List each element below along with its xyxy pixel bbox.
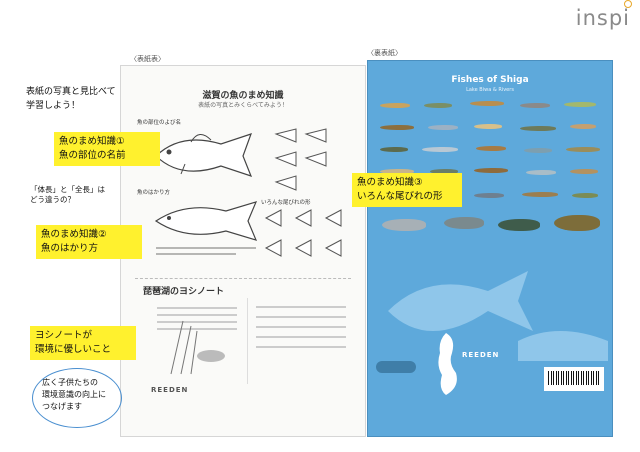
fish-icon — [380, 103, 410, 108]
callout-fish-measure: 魚のまめ知識② 魚のはかり方 — [36, 225, 142, 259]
closing-line-3: つなげます — [42, 402, 82, 411]
measure-heading: 魚のはかり方 — [137, 190, 171, 196]
fish-icon — [428, 125, 458, 130]
fish-icon — [474, 124, 502, 129]
front-brand: REEDEN — [151, 386, 189, 394]
callout-yoshi-note: ヨシノートが 環境に優しいこと — [30, 326, 136, 360]
fish-icon — [564, 102, 596, 107]
callout-2-line-1: 魚のまめ知識② — [41, 229, 107, 240]
callout-4-line-1: ヨシノートが — [35, 330, 93, 341]
fish-icon — [522, 192, 558, 197]
callout-1-line-2: 魚の部位の名前 — [59, 150, 126, 161]
fin-diagrams-icon — [274, 128, 327, 191]
tail-heading: いろんな尾びれの形 — [261, 200, 311, 206]
fish-icon — [566, 147, 600, 152]
front-title: 滋賀の魚のまめ知識 — [202, 91, 284, 101]
callout-fish-parts: 魚のまめ知識① 魚の部位の名前 — [54, 132, 160, 166]
fish-icon — [498, 219, 540, 231]
callout-1-line-1: 魚のまめ知識① — [59, 136, 125, 147]
callout-3-line-1: 魚のまめ知識③ — [357, 177, 423, 188]
section-divider — [135, 278, 351, 279]
front-cover-label: 〈表紙表〉 — [130, 55, 165, 63]
closing-text: 広く子供たちの 環境意識の向上に つなげます — [42, 377, 106, 413]
fish-diagram-icon — [155, 133, 253, 177]
fish-icon — [526, 170, 556, 175]
callout-2-line-2: 魚のはかり方 — [41, 243, 99, 254]
fish-icon — [554, 215, 600, 231]
barcode-icon — [544, 367, 604, 391]
parts-heading: 魚の部位のよび名 — [137, 120, 182, 126]
fish-icon — [380, 147, 408, 152]
closing-line-1: 広く子供たちの — [42, 378, 98, 387]
fish-icon — [570, 169, 598, 174]
tail-shapes-icon — [264, 209, 342, 257]
whale-silhouette-icon — [388, 271, 608, 361]
fish-icon — [382, 219, 426, 231]
fish-icon — [474, 168, 508, 173]
fish-icon — [430, 169, 458, 174]
intro-line-1: 表紙の写真と見比べて — [26, 87, 116, 97]
lake-text-block — [157, 302, 237, 372]
museum-logo-icon — [376, 361, 416, 373]
cycle-diagram — [247, 298, 354, 384]
fish-icon — [424, 103, 452, 108]
inspi-logo: inspi — [576, 6, 630, 30]
callout-4-line-2: 環境に優しいこと — [35, 344, 112, 355]
back-brand: REEDEN — [462, 351, 500, 359]
back-title: Fishes of Shiga — [451, 75, 529, 85]
back-subtitle: Lake Biwa & Rivers — [466, 87, 514, 93]
fish-icon — [380, 169, 414, 174]
fish-icon — [520, 126, 556, 131]
callout-3-line-2: いろんな尾びれの形 — [357, 191, 443, 202]
front-subtitle: 表紙の写真とみくらべてみよう！ — [198, 102, 288, 109]
back-cover: Fishes of Shiga Lake Biwa & Rivers — [367, 60, 613, 437]
closing-line-2: 環境意識の向上に — [42, 390, 106, 399]
fish-icon — [524, 148, 552, 153]
logo-text: inspi — [575, 6, 630, 30]
measure-diagram-icon — [154, 201, 258, 255]
intro-text: 表紙の写真と見比べて 学習しよう！ — [26, 85, 116, 113]
closing-circle — [32, 368, 122, 428]
fish-icon — [476, 146, 506, 151]
fish-icon — [572, 193, 598, 198]
fish-icon — [444, 217, 484, 229]
callout-tail-shapes: 魚のまめ知識③ いろんな尾びれの形 — [352, 173, 462, 207]
fish-icon — [380, 125, 414, 130]
fish-icon — [570, 124, 596, 129]
fish-icon — [470, 101, 504, 106]
lake-title: 琵琶湖のヨシノート — [143, 287, 225, 297]
question-note: 「体長」と「全長」は どう違うの？ — [30, 185, 105, 205]
reed-illustration-icon — [170, 320, 225, 375]
intro-line-2: 学習しよう！ — [26, 101, 81, 111]
fish-icon — [474, 193, 504, 198]
question-line-1: 「体長」と「全長」は — [30, 185, 105, 194]
fish-catalog — [374, 97, 606, 247]
fish-icon — [422, 147, 458, 152]
lake-biwa-map-icon — [438, 333, 457, 395]
question-line-2: どう違うの？ — [30, 195, 75, 204]
front-cover: 滋賀の魚のまめ知識 表紙の写真とみくらべてみよう！ 魚の部位のよび名 魚のはかり… — [120, 65, 366, 437]
fish-icon — [520, 103, 550, 108]
lightbulb-icon — [624, 0, 632, 8]
back-cover-label: 〈裏表紙〉 — [367, 49, 402, 57]
